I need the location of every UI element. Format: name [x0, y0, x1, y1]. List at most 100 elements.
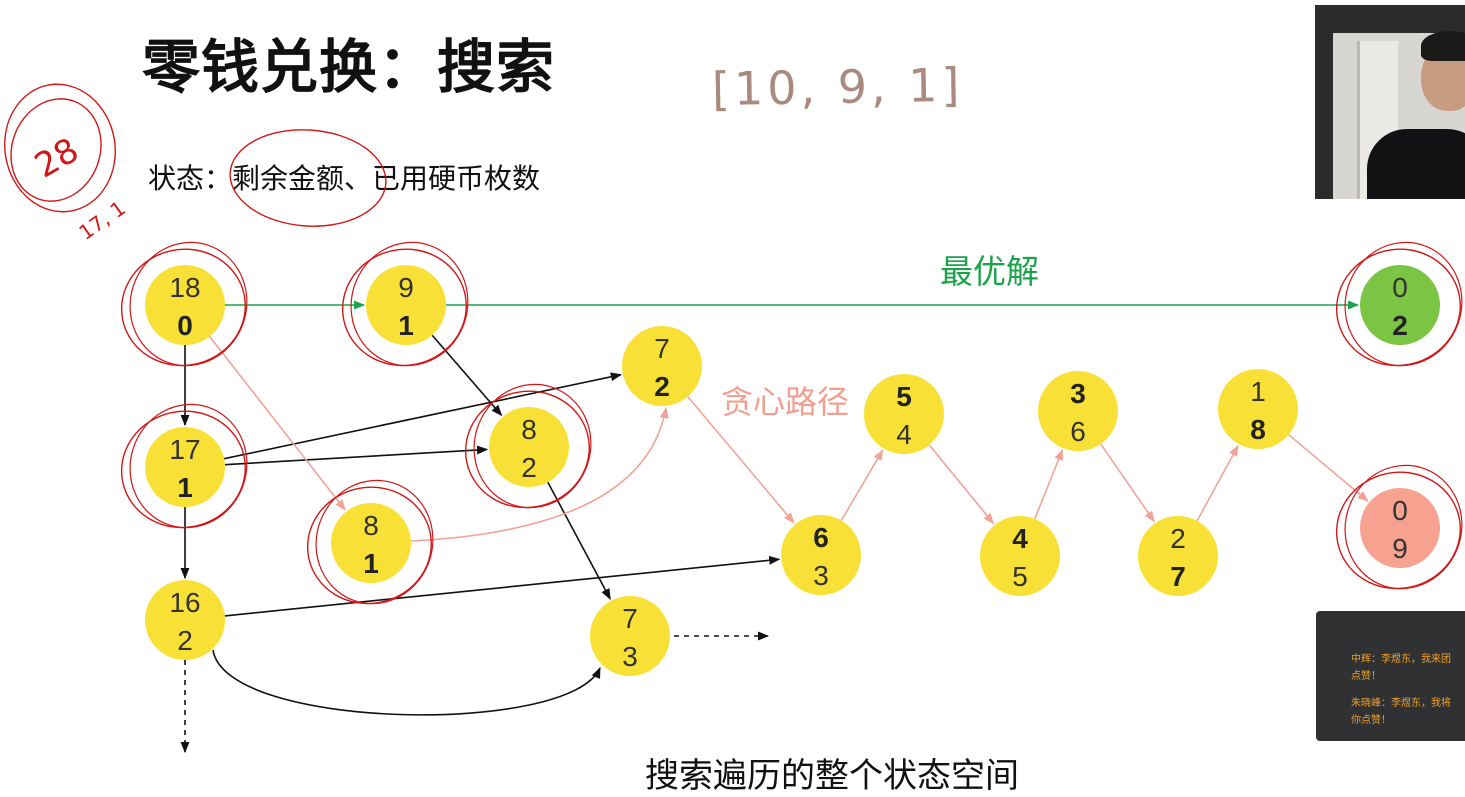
- edge-greedy: [1196, 444, 1239, 522]
- state-node: 81: [331, 503, 411, 583]
- annotation-circle: [1344, 464, 1463, 590]
- node-coins-used: 1: [177, 472, 193, 503]
- chat-message-line: 中辉：李煜东，我来团: [1351, 654, 1451, 665]
- node-coins-used: 2: [1392, 310, 1408, 341]
- node-remaining-amount: 0: [1392, 272, 1408, 303]
- state-node-circle: [1218, 369, 1298, 449]
- state-node-circle: [622, 326, 702, 406]
- node-remaining-amount: 7: [654, 333, 670, 364]
- annotation-layer: [4, 83, 1463, 605]
- node-remaining-amount: 1: [1250, 376, 1266, 407]
- annotation-circle: [10, 98, 102, 202]
- annotation-circle: [120, 410, 246, 529]
- state-node-circle: [145, 427, 225, 507]
- chat-message-line: 朱晓峰：李煜东，我将: [1351, 698, 1451, 709]
- annotation-circle: [306, 486, 432, 605]
- state-node-circle: [489, 407, 569, 487]
- node-coins-used: 6: [1070, 416, 1086, 447]
- edge-normal: [547, 481, 611, 600]
- node-remaining-amount: 17: [169, 434, 200, 465]
- chat-message-line: 你点赞！: [1351, 715, 1391, 726]
- edge-normal: [224, 445, 489, 466]
- state-node-circle: [145, 265, 225, 345]
- annotation-circle: [464, 390, 590, 509]
- edge-greedy: [1100, 443, 1155, 523]
- state-node: 180: [145, 265, 225, 345]
- state-node-circle: [980, 516, 1060, 596]
- node-remaining-amount: 8: [363, 510, 379, 541]
- node-remaining-amount: 9: [398, 272, 414, 303]
- chat-message: 朱晓峰：李煜东，我将 你点赞！: [1351, 695, 1451, 726]
- state-node: 54: [864, 374, 944, 454]
- edges-layer: [180, 300, 1369, 754]
- edge-greedy: [1288, 434, 1369, 502]
- optimal-solution-label: 最优解: [940, 252, 1039, 291]
- state-node: 02: [1360, 265, 1440, 345]
- page-title: 零钱兑换：搜索: [142, 33, 556, 101]
- annotation-circle: [1344, 241, 1463, 367]
- state-node: 27: [1138, 516, 1218, 596]
- state-node-circle: [1360, 488, 1440, 568]
- annotation-circle: [1335, 248, 1461, 367]
- state-node: 171: [145, 427, 225, 507]
- annotation-circle: [129, 403, 248, 529]
- node-remaining-amount: 16: [169, 587, 200, 618]
- presenter-hair: [1421, 31, 1465, 61]
- state-node-circle: [781, 515, 861, 595]
- annotation-circle: [4, 83, 116, 213]
- state-node-circle: [1038, 371, 1118, 451]
- node-remaining-amount: 8: [521, 414, 537, 445]
- annotation-circle: [315, 479, 434, 605]
- edge-greedy: [209, 336, 346, 511]
- edge-curved: [212, 649, 601, 716]
- state-node-circle: [864, 374, 944, 454]
- handwritten-note: 17, 1: [74, 196, 129, 245]
- node-coins-used: 3: [813, 560, 829, 591]
- edge-greedy: [840, 449, 884, 521]
- node-coins-used: 8: [1250, 414, 1266, 445]
- edge-greedy-curve: [410, 406, 669, 542]
- state-node: 36: [1038, 371, 1118, 451]
- state-node: 45: [980, 516, 1060, 596]
- edge-greedy: [928, 444, 995, 525]
- node-coins-used: 1: [398, 310, 414, 341]
- node-coins-used: 4: [896, 419, 912, 450]
- edge-normal: [224, 555, 781, 617]
- state-node: 91: [366, 265, 446, 345]
- presenter-body: [1367, 129, 1465, 199]
- state-node-circle: [1138, 516, 1218, 596]
- node-coins-used: 1: [363, 548, 379, 579]
- state-node: 18: [1218, 369, 1298, 449]
- annotation-circle: [1335, 471, 1461, 590]
- annotation-circle: [120, 248, 246, 367]
- footer-caption: 搜索遍历的整个状态空间: [645, 756, 1019, 796]
- node-coins-used: 7: [1170, 561, 1186, 592]
- edge-greedy: [1034, 448, 1064, 520]
- state-node: 63: [781, 515, 861, 595]
- node-remaining-amount: 18: [169, 272, 200, 303]
- state-node: 73: [590, 596, 670, 676]
- chat-message: 中辉：李煜东，我来团 点赞！: [1351, 651, 1451, 682]
- node-remaining-amount: 0: [1392, 495, 1408, 526]
- state-node-circle: [590, 596, 670, 676]
- node-remaining-amount: 6: [813, 522, 829, 553]
- state-node-circle: [366, 265, 446, 345]
- node-coins-used: 5: [1012, 561, 1028, 592]
- node-remaining-amount: 7: [622, 603, 638, 634]
- state-node: 162: [145, 580, 225, 660]
- state-node-circle: [331, 503, 411, 583]
- node-coins-used: 2: [177, 625, 193, 656]
- greedy-path-label: 贪心路径: [721, 383, 850, 421]
- node-coins-used: 2: [521, 452, 537, 483]
- annotation-circle: [129, 241, 248, 367]
- state-node-circle: [145, 580, 225, 660]
- state-node: 82: [489, 407, 569, 487]
- state-label: 状态：剩余金额、已用硬币枚数: [148, 162, 541, 195]
- annotation-circle: [473, 383, 592, 509]
- state-node: 72: [622, 326, 702, 406]
- chat-panel: 中辉：李煜东，我来团 点赞！ 朱晓峰：李煜东，我将 你点赞！: [1316, 611, 1465, 741]
- annotation-circle: [229, 129, 387, 227]
- node-remaining-amount: 3: [1070, 378, 1086, 409]
